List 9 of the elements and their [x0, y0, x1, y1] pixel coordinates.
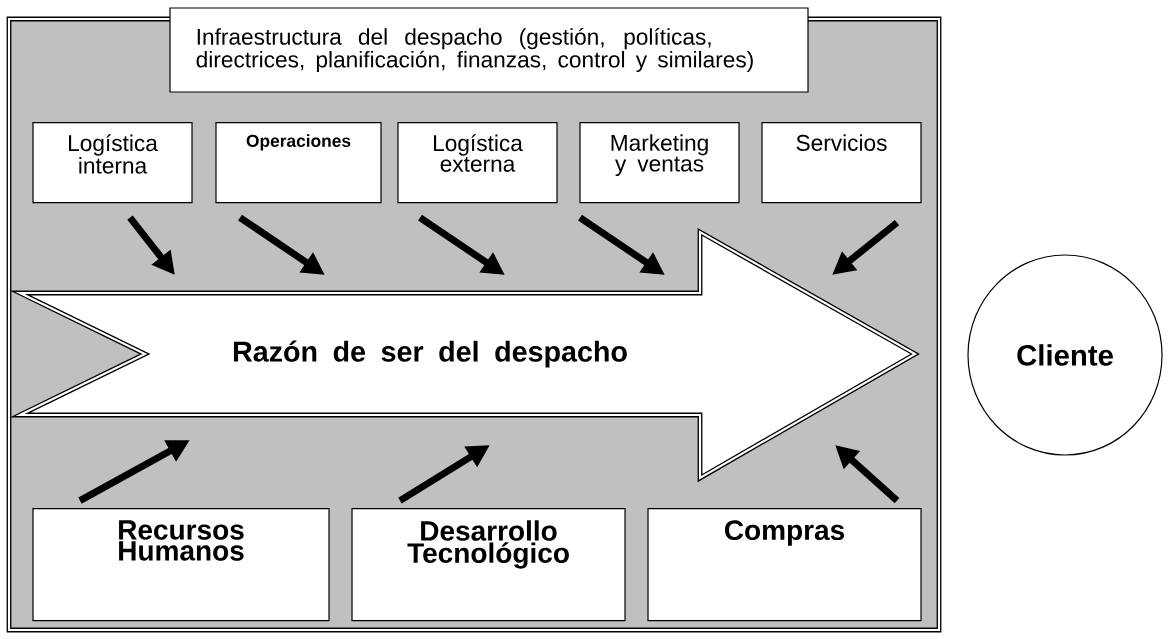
text-box: Operaciones — [215, 122, 382, 204]
text-box: Recursos Humanos — [32, 508, 330, 622]
text-box: Desarrollo Tecnológico — [351, 508, 626, 622]
text-box: Logística externa — [397, 122, 558, 204]
text-box: Compras — [647, 508, 922, 622]
text-box: Servicios — [761, 122, 922, 204]
text-box: Logística interna — [32, 122, 193, 204]
text-box: Marketing y ventas — [579, 122, 740, 204]
text-box: Infraestructura del despacho (gestión, políticas, directrices, planificación, finanzas, control y similares) — [169, 7, 809, 93]
